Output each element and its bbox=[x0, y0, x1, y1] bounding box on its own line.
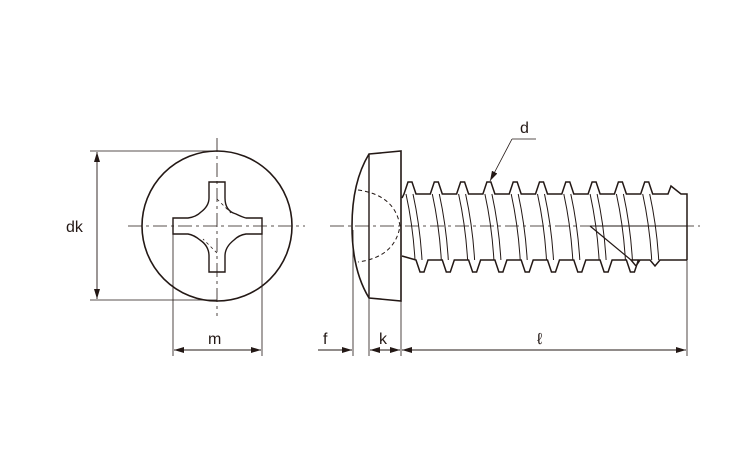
thread-helix-line bbox=[458, 193, 469, 261]
thread-helix-line bbox=[405, 193, 416, 261]
thread-helix-line bbox=[438, 193, 449, 261]
cutting-slot-line bbox=[589, 225, 632, 261]
thread-helix-line bbox=[544, 193, 554, 261]
recess-hidden-line bbox=[202, 238, 218, 254]
thread-helix-line bbox=[589, 193, 600, 261]
thread-helix-line bbox=[615, 193, 626, 261]
cross-recess bbox=[172, 181, 263, 273]
threads bbox=[401, 181, 688, 273]
thread-helix-line bbox=[431, 193, 442, 261]
k-label: k bbox=[379, 331, 388, 348]
thread-bottom-profile bbox=[401, 255, 687, 273]
f-label: f bbox=[323, 331, 328, 348]
thread-helix-line bbox=[412, 193, 423, 261]
dk-label: dk bbox=[66, 219, 84, 236]
thread-helix-line bbox=[517, 193, 528, 261]
l-label: ℓ bbox=[537, 331, 542, 348]
thread-helix-line bbox=[465, 193, 476, 261]
thread-helix-line bbox=[622, 193, 633, 261]
thread-helix-line bbox=[563, 193, 574, 261]
thread-helix-line bbox=[510, 193, 521, 261]
thread-top-profile bbox=[401, 181, 688, 260]
thread-helix-line bbox=[642, 193, 653, 261]
d-leader-arrow bbox=[489, 138, 513, 182]
thread-helix-line bbox=[596, 193, 607, 261]
m-label: m bbox=[208, 331, 221, 348]
thread-helix-line bbox=[649, 193, 660, 261]
head-top-view: dk m bbox=[66, 138, 305, 356]
thread-helix-line bbox=[537, 193, 547, 261]
thread-helix-line bbox=[484, 193, 495, 261]
d-label: d bbox=[520, 120, 529, 137]
thread-helix-line bbox=[570, 193, 581, 261]
screw-side-view: d f k ℓ bbox=[318, 120, 700, 356]
thread-helix-line bbox=[491, 193, 502, 261]
